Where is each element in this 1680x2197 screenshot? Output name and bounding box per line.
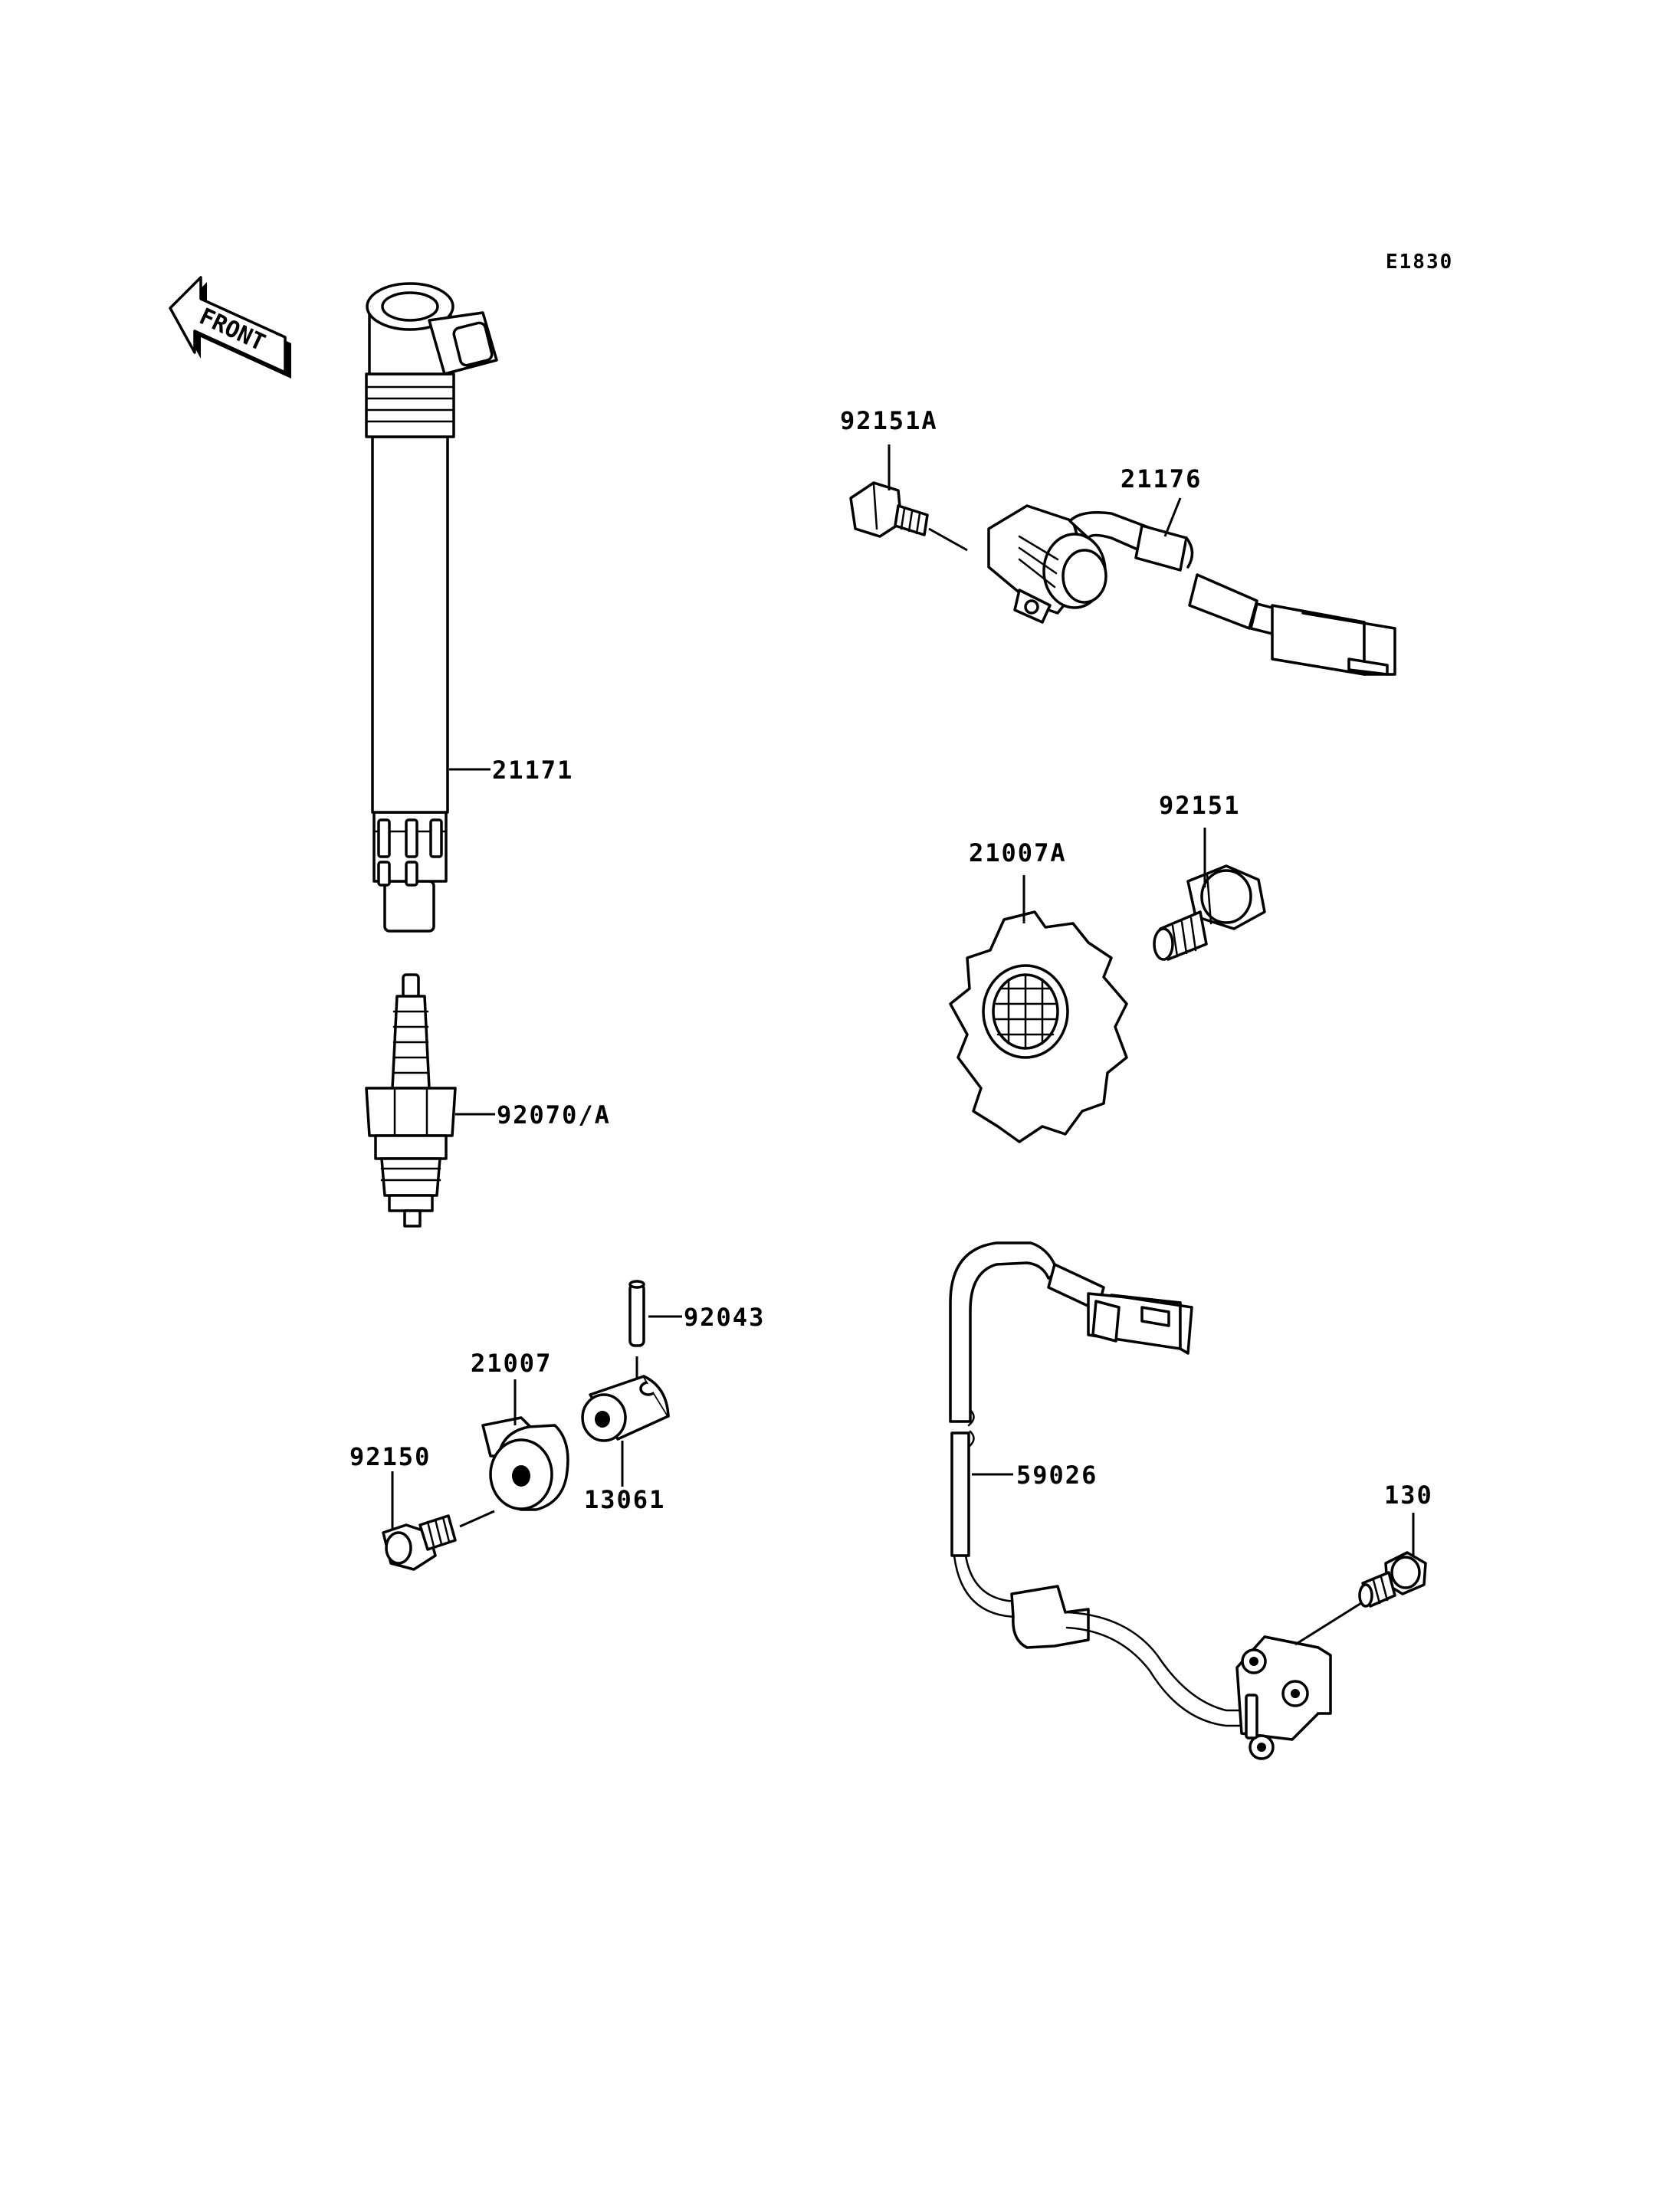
assembly-line-21007 [459,1510,495,1528]
callout-92070a: 92070/A [497,1100,611,1130]
pin-part [628,1280,645,1347]
rotor-part [481,1416,569,1511]
callout-59026: 59026 [1016,1461,1098,1490]
callout-130: 130 [1384,1481,1433,1510]
callout-13061: 13061 [584,1485,665,1514]
callout-21007: 21007 [471,1349,552,1378]
collar-part [581,1375,670,1442]
front-arrow-icon: FRONT [169,276,291,379]
callout-21007a: 21007A [969,838,1067,867]
callout-92151: 92151 [1159,791,1240,820]
diagram-code: E1830 [1386,251,1453,274]
ignition-coil-part [365,282,498,933]
leader-21176 [1163,497,1182,537]
speed-sensor-part [987,504,1396,676]
callout-92043: 92043 [684,1303,765,1332]
bolt-130-part [1358,1551,1427,1608]
callout-21171: 21171 [492,756,573,785]
bolt-92151a-part [849,481,929,538]
timing-rotor-part [949,910,1128,1143]
assembly-line-130 [1294,1602,1362,1646]
callout-92151a: 92151A [840,406,938,435]
callout-21176: 21176 [1121,464,1202,494]
bolt-92150-part [382,1514,457,1571]
spark-plug-part [365,973,457,1228]
assembly-line-92151a [928,527,968,552]
callout-92150: 92150 [349,1442,431,1471]
pickup-coil-harness-part [949,1241,1332,1760]
bolt-92151-part [1153,864,1266,961]
